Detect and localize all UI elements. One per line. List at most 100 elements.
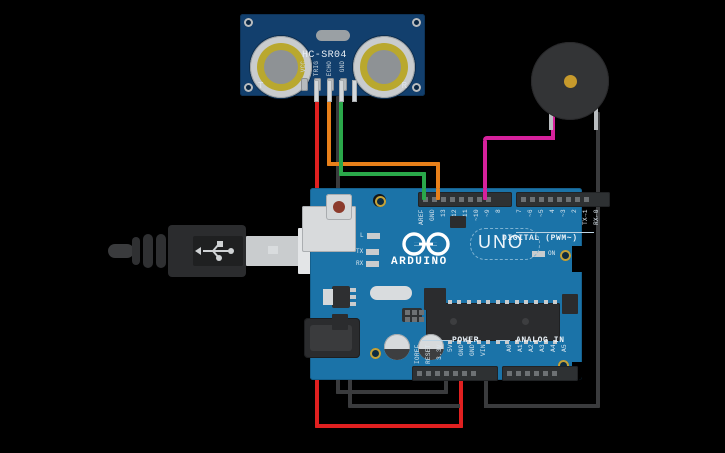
pin-socket[interactable] [573, 195, 582, 204]
led-tx: TX [356, 248, 380, 255]
pin-socket[interactable] [448, 195, 457, 204]
mount-hole-icon [560, 250, 571, 261]
pin-label-ioref: IOREF [414, 344, 421, 364]
pin-socket[interactable] [430, 195, 439, 204]
reset-button[interactable] [326, 194, 352, 220]
pin-socket[interactable] [460, 369, 469, 378]
led-label-tx: TX [356, 248, 364, 255]
divider [516, 232, 594, 233]
lead-trig [327, 80, 332, 102]
icsp-pins[interactable] [405, 310, 424, 322]
mount-hole-icon [244, 18, 253, 27]
divider [422, 340, 450, 341]
usb-logo-plate [193, 236, 243, 266]
pin-label-a4: A4 [550, 344, 557, 352]
pin-socket[interactable] [442, 369, 451, 378]
sensor-pin-label-echo: ECHO [326, 60, 333, 76]
hc-sr04-sensor[interactable]: HC-SR04 T R VCC TRIG ECHO GND [240, 14, 425, 98]
pin-socket[interactable] [505, 369, 514, 378]
pin-label-4: 4 [549, 209, 556, 213]
pin-label-aref: AREF [418, 209, 425, 225]
sensor-pad-vcc[interactable] [301, 78, 308, 91]
pin-label-vin: VIN [480, 344, 487, 356]
pin-socket[interactable] [532, 369, 541, 378]
atmega328p-chip [426, 300, 560, 344]
digital-header-right[interactable] [516, 192, 610, 207]
buzzer-sound-hole-icon [564, 75, 577, 88]
pin-label-a2: A2 [528, 344, 535, 352]
led-rx: RX [356, 260, 380, 267]
pin-socket[interactable] [555, 195, 564, 204]
pin-socket[interactable] [439, 195, 448, 204]
power-pin-labels: IOREF RESET 3.3V 5V GND GND VIN [414, 344, 491, 366]
arduino-uno-board[interactable]: AREF GND 13 12 ~11 ~10 ~9 8 7 ~6 ~5 4 ~3 [302, 188, 610, 381]
led-indicator [532, 250, 545, 257]
icsp-header[interactable] [402, 308, 424, 322]
pin-socket[interactable] [537, 195, 546, 204]
lead-echo [339, 80, 344, 102]
mount-hole-icon [558, 360, 569, 371]
piezo-buzzer[interactable] [531, 42, 609, 120]
uno-model-label: UNO [478, 232, 524, 252]
pin-socket[interactable] [528, 195, 537, 204]
sensor-silk-label: HC-SR04 [302, 50, 347, 61]
pin-label-5v: 5V [447, 344, 454, 352]
pin-label-tx1: TX→1 [582, 209, 589, 225]
chip-marking [522, 318, 529, 325]
pin-socket[interactable] [550, 369, 559, 378]
pin-socket[interactable] [582, 195, 591, 204]
divider [496, 340, 510, 341]
pin-label-a5: A5 [561, 344, 568, 352]
sensor-pin-label-trig: TRIG [313, 60, 320, 76]
smd-chip [332, 314, 348, 330]
sensor-pin-labels: VCC TRIG ECHO GND [300, 61, 346, 76]
lead-vcc [314, 80, 319, 102]
chip-marking [450, 318, 457, 325]
pin-label-a3: A3 [539, 344, 546, 352]
buzzer-leg-negative [594, 108, 598, 130]
sensor-pin-label-gnd: GND [339, 60, 346, 73]
pin-socket[interactable] [523, 369, 532, 378]
pin-socket[interactable] [514, 369, 523, 378]
white-connector [370, 286, 412, 300]
led-label-rx: RX [356, 260, 364, 267]
digital-header-left[interactable] [418, 192, 512, 207]
infinity-icon [402, 232, 450, 256]
power-group-label: POWER [452, 336, 480, 345]
pin-socket[interactable] [466, 195, 475, 204]
pin-socket[interactable] [457, 195, 466, 204]
pin-label-reset: RESET [425, 344, 432, 364]
pin-socket[interactable] [519, 195, 528, 204]
pin-socket[interactable] [564, 195, 573, 204]
pin-socket[interactable] [433, 369, 442, 378]
analog-header[interactable] [502, 366, 578, 381]
chip-pins-top [426, 300, 560, 304]
pin-socket[interactable] [484, 195, 493, 204]
transmitter-label: T [258, 81, 264, 91]
pin-socket[interactable] [424, 369, 433, 378]
pin-label-gnd: GND [429, 209, 436, 221]
pin-label-gnd2: GND [469, 344, 476, 356]
pin-socket[interactable] [469, 369, 478, 378]
led-label-l: L [360, 232, 364, 239]
buzzer-leg-positive [549, 108, 553, 130]
electrolytic-capacitor [418, 334, 444, 360]
dc-barrel-jack[interactable] [304, 318, 360, 358]
pin-socket[interactable] [415, 369, 424, 378]
pin-socket[interactable] [541, 369, 550, 378]
divider [500, 340, 502, 341]
receiver-transducer [353, 36, 415, 98]
pin-socket[interactable] [451, 369, 460, 378]
voltage-regulator [323, 286, 356, 308]
smd-ic [450, 216, 466, 228]
smd-chip [562, 294, 578, 314]
power-header[interactable] [412, 366, 498, 381]
pin-label-2: 2 [571, 209, 578, 213]
pin-socket[interactable] [475, 195, 484, 204]
usb-strain-relief [156, 234, 166, 268]
pin-label-5: ~5 [538, 209, 545, 217]
sensor-pin-label-vcc: VCC [300, 60, 307, 73]
pin-socket[interactable] [546, 195, 555, 204]
regulator-pins [350, 288, 356, 306]
